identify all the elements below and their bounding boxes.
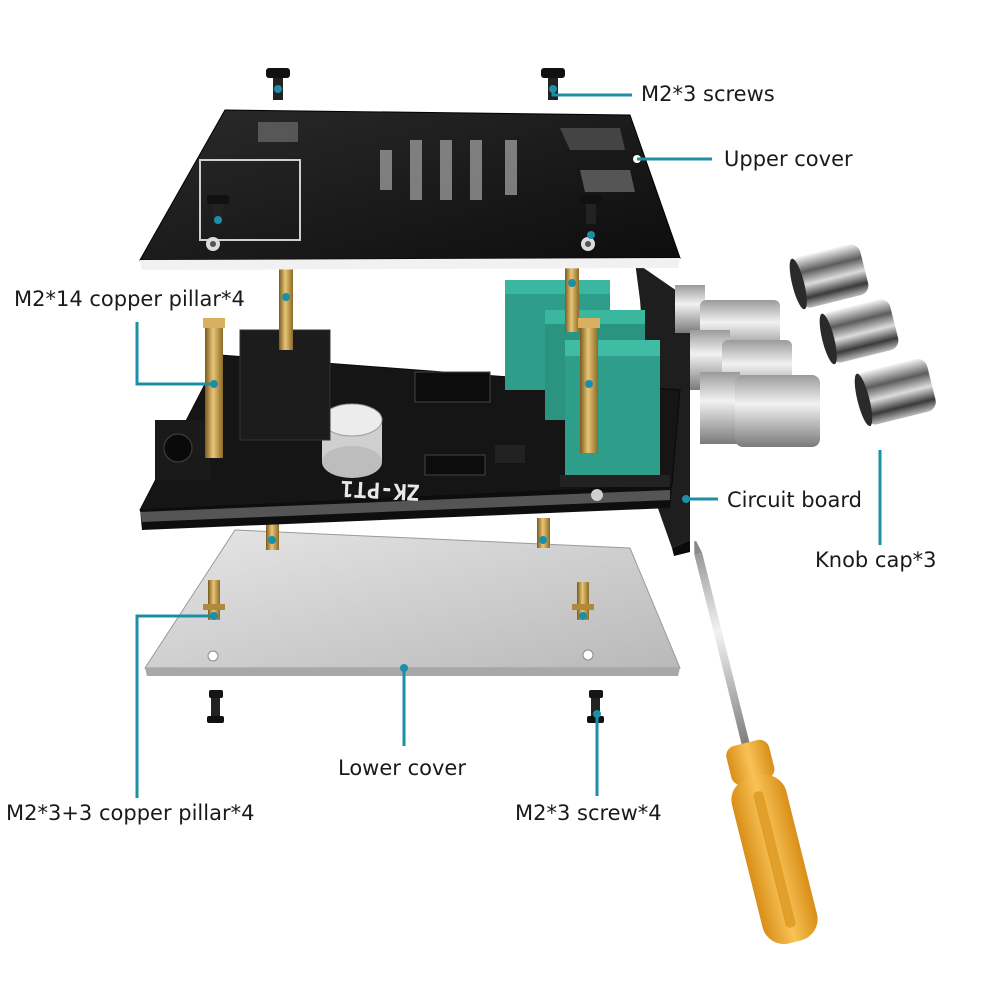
leader-lines	[135, 89, 882, 798]
lower-cover	[144, 529, 681, 676]
short-copper-pillars	[203, 518, 594, 620]
label-upper-cover: Upper cover	[724, 147, 853, 171]
label-top-screws: M2*3 screws	[641, 82, 775, 106]
knob-caps	[789, 244, 936, 427]
label-knob-cap: Knob cap*3	[815, 548, 937, 572]
label-circuit-board: Circuit board	[727, 488, 862, 512]
upper-cover	[139, 109, 681, 270]
board-silkscreen: ZK-PT1	[340, 475, 421, 504]
label-copper-pillar-3-3: M2*3+3 copper pillar*4	[6, 801, 255, 825]
label-lower-cover: Lower cover	[338, 756, 466, 780]
screwdriver	[694, 540, 818, 945]
long-copper-pillars	[203, 262, 600, 458]
label-bottom-screws: M2*3 screw*4	[515, 801, 662, 825]
label-copper-pillar-14: M2*14 copper pillar*4	[14, 287, 245, 311]
